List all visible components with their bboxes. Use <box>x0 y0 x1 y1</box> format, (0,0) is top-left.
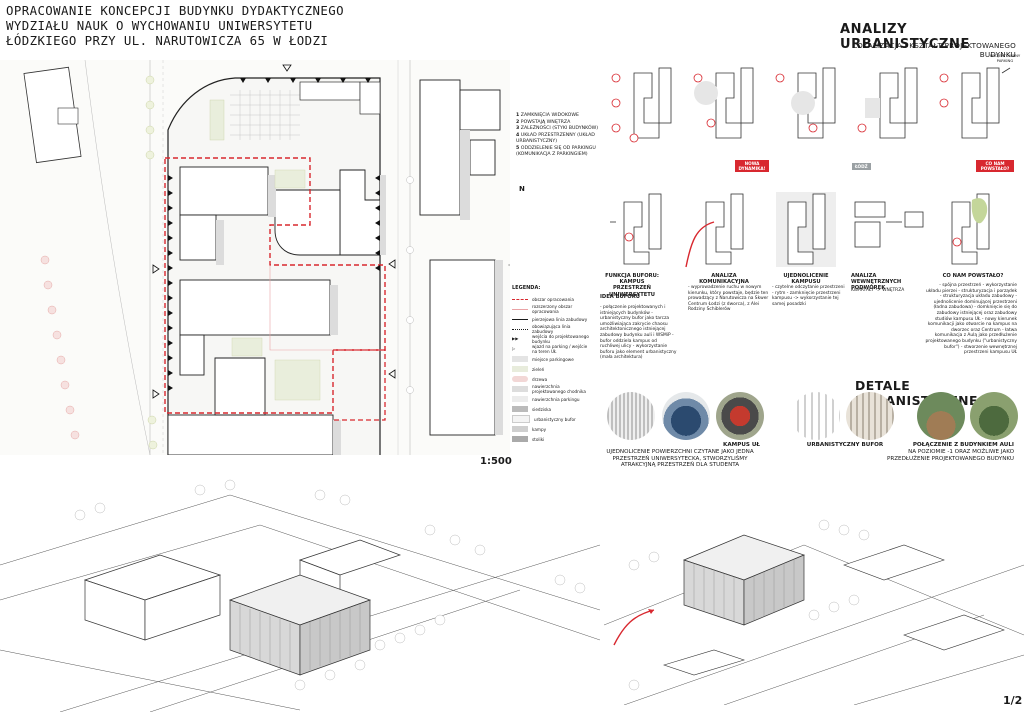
legend-item: zieleń <box>512 364 592 374</box>
poster-title: OPRACOWANIE KONCEPCJI BUDYNKU DYDAKTYCZN… <box>6 3 426 48</box>
plan-legend: LEGENDA: obszar opracowania rozszerzony … <box>512 285 592 444</box>
detail-photo-green <box>970 392 1018 440</box>
legend-title: LEGENDA: <box>512 285 541 291</box>
point-5: 5 ODDZIELENIE SIĘ OD PARKINGU (KOMUNIKAC… <box>516 145 596 158</box>
legend-item: siedziska <box>512 404 592 414</box>
detail-photo-facade <box>607 392 655 440</box>
site-plan <box>0 59 524 456</box>
site-plan-drawing <box>23 59 524 456</box>
axonometric-view-right <box>604 519 1024 705</box>
north-label: N <box>519 185 525 193</box>
detail-3-text: NA POZIOMIE -1 ORAZ MOŻLIWE JAKO PRZEDŁU… <box>886 448 1014 462</box>
detail-1-text: UJEDNOLICENIE POWIERZCHNI CZYTANE JAKO J… <box>606 448 754 469</box>
point-3: 3 ZALEŻNOŚCI (STYKI BUDYNKÓW) <box>516 126 599 131</box>
point-2: 2 POWSTAJĄ WNĘTRZA <box>516 119 571 125</box>
detail-photo-arcade <box>846 392 894 440</box>
legend-item: miejsce parkingowe <box>512 354 592 364</box>
legend-item: stoliki <box>512 434 592 444</box>
analysis-4-body: KWARTAŁY -> WNĘTRZA <box>851 288 905 293</box>
detail-photo-square <box>716 392 764 440</box>
analysis-row-2 <box>610 192 990 268</box>
page-number: 1/2 <box>1003 694 1023 707</box>
analyses-title: ANALIZY URBANISTYCZNE <box>840 22 970 52</box>
detail-1-heading: KAMPUS UŁ <box>723 442 760 448</box>
axonometric-view-left <box>0 479 600 712</box>
analysis-2-body: - wyprowadzenie ruchu w nowym kierunku, … <box>688 285 769 313</box>
title-line-3: ŁÓDZKIEGO PRZY UL. NARUTOWICZA 65 W ŁODZ… <box>6 33 329 48</box>
legend-item: obszar opracowania <box>512 294 592 304</box>
analysis-5-body: - spójna przestrzeń - wykorzystanie ukła… <box>925 283 1017 356</box>
detail-photo-pergola <box>917 392 965 440</box>
detail-photo-seating <box>662 392 710 440</box>
point-1: 1 ZAMKNIĘCIA WIDOKOWE <box>516 113 579 118</box>
detail-photo-columns <box>792 392 840 440</box>
legend-item: nawierzchnia parkingu <box>512 394 592 404</box>
legend-item: drzewa <box>512 374 592 384</box>
legend-item: ▶▶wejścia do projektowanego budynku <box>512 334 589 345</box>
detail-1-caption: KAMPUS UŁ UJEDNOLICENIE POWIERZCHNI CZYT… <box>600 442 760 469</box>
detail-3-heading: POŁĄCZENIE Z BUDYNKIEM AULI <box>912 442 1014 448</box>
analysis-5-heading: CO NAM POWSTAŁO? <box>942 273 1004 279</box>
legend-item: urbanistyczny bufor <box>512 414 592 424</box>
analysis-4-heading: ANALIZA WEWNĘTRZNYCH PODWÓREK <box>851 273 902 292</box>
parking-label: PROJEKTOWANY PARKING <box>990 53 1021 63</box>
legend-item: rozszerzony obszar opracowania <box>512 304 592 314</box>
analysis-2-heading: ANALIZA KOMUNIKACYJNA <box>699 273 749 286</box>
analysis-3-heading: UJEDNOLICENIE KAMPUSU <box>783 273 829 286</box>
analysis-row-1 <box>611 67 1011 143</box>
tag-lodz: ŁÓDŹ <box>852 163 871 170</box>
legend-item: ▷wjazd na parking / wejście na teren UŁ <box>512 344 588 355</box>
analysis-points: 1 ZAMKNIĘCIA WIDOKOWE 2 POWSTAJĄ WNĘTRZA… <box>516 113 626 159</box>
legend-item: kampy <box>512 424 592 434</box>
detail-3-caption: POŁĄCZENIE Z BUDYNKIEM AULI NA POZIOMIE … <box>864 442 1014 462</box>
analysis-1-body: - połączenie projektowanych i istniejący… <box>600 305 677 361</box>
analysis-3-body: - czytelne odczytanie przestrzeni - rytm… <box>772 285 845 307</box>
title-line-1: OPRACOWANIE KONCEPCJI BUDYNKU DYDAKTYCZN… <box>6 3 344 18</box>
scale-label: 1:500 <box>480 456 512 467</box>
legend-item: nawierzchnia projektowanego chodnika <box>512 384 592 394</box>
title-line-2: WYDZIAŁU NAUK O WYCHOWANIU UNIWERSYTETU <box>6 18 313 33</box>
analysis-1-subheading: IDEA BUFORU <box>600 294 640 300</box>
legend-item: obowiązująca linia zabudowy <box>512 324 592 334</box>
analysis-1-heading: FUNKCJA BUFORU: KAMPUS PRZESTRZEŃ UNIWER… <box>605 273 659 298</box>
legend-item: pierzejowa linia zabudowy <box>512 314 592 324</box>
detail-2-caption: URBANISTYCZNY BUFOR <box>790 442 900 449</box>
detail-2-heading: URBANISTYCZNY BUFOR <box>806 442 884 448</box>
point-4: 4 UKŁAD PRZESTRZENNY (UKŁAD URBANISTYCZN… <box>516 132 595 145</box>
tag-nowa-dynamika: NOWA DYNAMIKA! <box>735 160 769 172</box>
analyses-subtitle: LOKALIZACJA I KSZTAŁT PROJEKTOWANEGO BUD… <box>853 41 1016 59</box>
tag-co-nam-powstalo: CO NAM POWSTAŁO? <box>976 160 1014 172</box>
